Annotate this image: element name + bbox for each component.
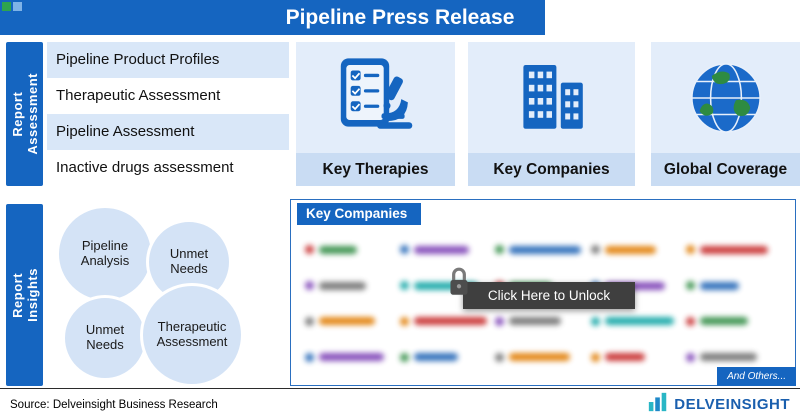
report-insights-label: Report Insights [10, 268, 40, 322]
blurred-company-logo [400, 245, 495, 255]
blurred-company-logo [685, 281, 781, 291]
blurred-company-logo [495, 352, 590, 362]
buildings-icon [468, 42, 635, 153]
card-key-therapies: Key Therapies [296, 42, 455, 186]
delveinsight-logo-text: DELVEINSIGHT [674, 396, 790, 413]
blurred-company-logo [400, 352, 495, 362]
blurred-company-logo [305, 245, 400, 255]
report-insights-sidebar: Report Insights [6, 204, 43, 386]
insight-circle-label: Therapeutic Assessment [156, 319, 228, 349]
decor-square-blue-icon [13, 2, 22, 11]
blurred-company-logo [400, 281, 495, 291]
decor-square-green-icon [2, 2, 11, 11]
checklist-microscope-icon [296, 42, 455, 153]
key-companies-panel: Key Companies Click Here to Unlock And O… [290, 199, 796, 386]
blurred-company-logo [685, 316, 781, 326]
insights-venn: Pipeline Analysis Unmet Needs Unmet Need… [46, 199, 288, 389]
sidebar-label-line: Assessment [24, 73, 40, 155]
assessment-item: Therapeutic Assessment [47, 78, 289, 114]
insight-circle-label: Unmet Needs [85, 322, 125, 352]
blurred-company-logo [685, 352, 781, 362]
report-assessment-sidebar: Report Assessment [6, 42, 43, 186]
assessment-item: Pipeline Product Profiles [47, 42, 289, 78]
card-label: Global Coverage [651, 153, 800, 186]
blurred-company-logo [305, 281, 400, 291]
insight-circle-label: Unmet Needs [169, 246, 209, 276]
blurred-company-logo [495, 316, 590, 326]
card-key-companies: Key Companies [468, 42, 635, 186]
blurred-company-logo [590, 316, 686, 326]
blurred-company-logo [495, 245, 590, 255]
globe-icon [651, 42, 800, 153]
unlock-button[interactable]: Click Here to Unlock [463, 282, 635, 309]
sidebar-label-line: Report [9, 272, 25, 318]
blurred-company-logo [400, 316, 495, 326]
insight-circle: Unmet Needs [62, 295, 148, 381]
lock-icon [446, 266, 472, 303]
blurred-company-logo [305, 316, 400, 326]
card-label: Key Therapies [296, 153, 455, 186]
panel-header: Key Companies [297, 203, 422, 225]
banner [0, 0, 545, 35]
footer: Source: Delveinsight Business Research D… [0, 388, 800, 420]
blurred-company-logo [590, 245, 686, 255]
sidebar-label-line: Report [9, 91, 25, 137]
blurred-company-logo [590, 352, 686, 362]
delveinsight-logo-icon [647, 391, 669, 418]
insight-circle: Therapeutic Assessment [140, 283, 244, 387]
delveinsight-logo: DELVEINSIGHT [647, 391, 790, 418]
assessment-item: Pipeline Assessment [47, 114, 289, 150]
blurred-company-logo [685, 245, 781, 255]
page-title: Pipeline Press Release [285, 6, 515, 29]
and-others-badge: And Others... [717, 367, 796, 386]
report-assessment-label: Report Assessment [10, 73, 40, 155]
insight-circle: Pipeline Analysis [56, 205, 154, 303]
blurred-company-logo [305, 352, 400, 362]
source-text: Source: Delveinsight Business Research [10, 398, 218, 411]
insight-circle-label: Pipeline Analysis [80, 238, 130, 268]
assessment-list: Pipeline Product Profiles Therapeutic As… [47, 42, 289, 186]
card-global-coverage: Global Coverage [651, 42, 800, 186]
assessment-item: Inactive drugs assessment [47, 150, 289, 186]
card-label: Key Companies [468, 153, 635, 186]
sidebar-label-line: Insights [24, 268, 40, 322]
